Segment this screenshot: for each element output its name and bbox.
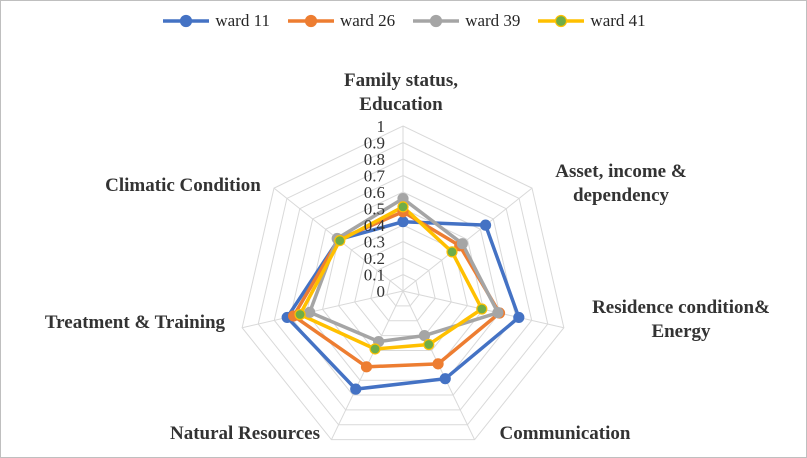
series-4-point-4 (423, 338, 435, 351)
series-3-point-6 (304, 306, 316, 318)
series-4-point-7 (334, 234, 346, 247)
axis-label-2: Asset, income &dependency (555, 161, 686, 206)
gridline-1 (241, 125, 565, 441)
tick-label-0.3: 0.3 (364, 233, 385, 252)
legend-item-4: ward 41 (536, 11, 646, 31)
gridline-0.6 (305, 191, 501, 381)
axis-label-5: Natural Resources (170, 423, 320, 444)
tick-label-1: 1 (377, 117, 386, 136)
axis-label-6: Treatment & Training (45, 312, 226, 333)
legend-label-3: ward 39 (465, 11, 521, 30)
series-4-point-3 (476, 303, 488, 315)
legend-item-2: ward 26 (286, 11, 395, 31)
series-line-4 (298, 205, 484, 351)
tick-label-0.4: 0.4 (364, 216, 386, 235)
legend-label-2: ward 26 (339, 11, 396, 30)
tick-label-0.7: 0.7 (364, 167, 386, 186)
series-4-point-6 (294, 308, 306, 321)
series-1-point-2 (479, 219, 492, 231)
legend-swatch-3 (413, 14, 460, 28)
tick-label-0.1: 0.1 (364, 266, 385, 285)
gridline-0.3 (354, 240, 452, 337)
series-4-point-1 (397, 201, 409, 213)
tick-label-0.2: 0.2 (364, 249, 385, 268)
axis-label-1: Family status,Education (344, 70, 458, 115)
legend-swatch-2 (287, 14, 334, 28)
gridline-0.9 (257, 141, 549, 426)
tick-label-0: 0 (377, 282, 386, 301)
legend-swatch-1 (163, 14, 210, 28)
legend-label-4: ward 41 (590, 11, 646, 30)
gridline-0.2 (370, 257, 436, 322)
series-1-point-3 (513, 311, 525, 324)
tick-label-0.8: 0.8 (364, 150, 385, 169)
spoke-1 (402, 187, 533, 292)
axis-label-7: Climatic Condition (105, 175, 261, 196)
axis-label-3: Residence condition&Energy (592, 297, 770, 342)
tick-label-0.6: 0.6 (364, 183, 385, 202)
series-1-point-1 (397, 216, 409, 228)
tick-label-0.9: 0.9 (364, 134, 385, 153)
series-3-point-2 (456, 238, 468, 250)
legend-swatch-4 (538, 14, 585, 28)
series-2-point-5 (360, 361, 373, 373)
series-3-point-4 (418, 329, 431, 342)
chart-legend: ward 11 ward 26 ward 39 ward 41 (1, 11, 806, 31)
gridline-0.1 (386, 273, 420, 307)
axis-label-4: Communication (500, 423, 631, 444)
gridline-0.7 (289, 174, 517, 396)
series-3-point-3 (492, 307, 504, 319)
legend-item-3: ward 39 (411, 11, 520, 31)
series-1-point-5 (350, 383, 362, 395)
series-1-point-4 (439, 373, 451, 385)
gridline-0.8 (273, 158, 533, 411)
series-4-point-5 (369, 343, 381, 355)
tick-label-0.5: 0.5 (364, 200, 385, 219)
series-2-point-4 (432, 358, 444, 370)
series-4-point-2 (446, 246, 458, 258)
spoke-5 (242, 290, 404, 329)
legend-label-1: ward 11 (215, 11, 270, 30)
legend-item-1: ward 11 (161, 11, 270, 31)
